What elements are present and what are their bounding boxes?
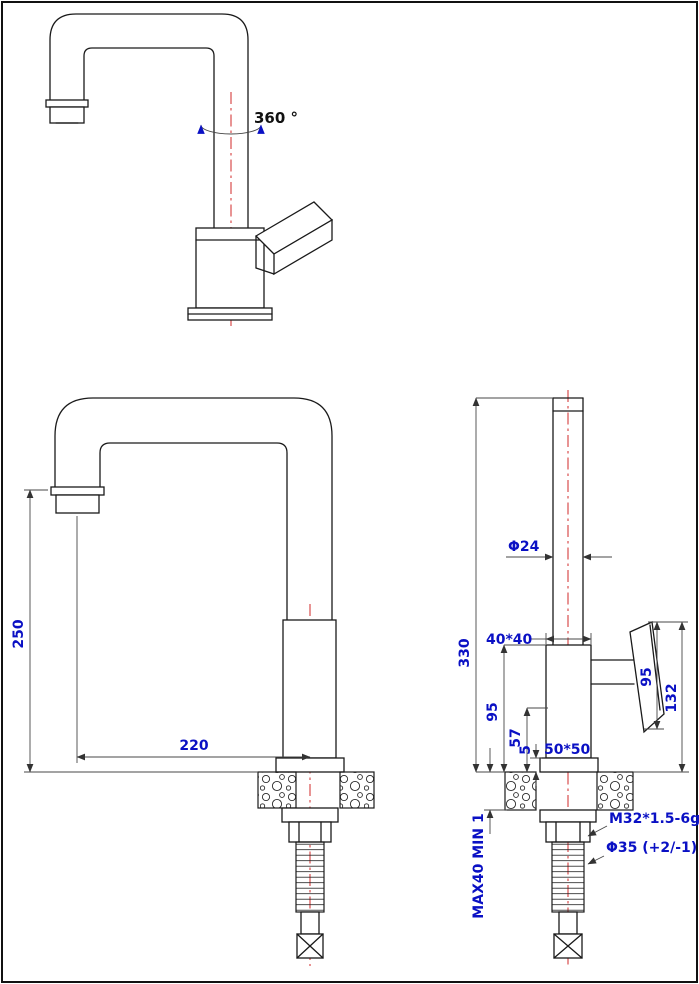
front-view-body [275,619,345,773]
front-view-aerator [50,486,105,514]
dim-5: 5 [518,744,542,786]
dim-95-right: 95 [639,621,688,730]
front-view-spout-outline [54,397,333,621]
dim-hole-diameter-label: Φ35 (+2/-1) [606,840,697,856]
dim-220-label: 220 [179,738,208,754]
dim-5-label: 5 [518,745,534,755]
dim-50x50-label: 50*50 [544,742,591,758]
rotation-arrow [197,124,265,135]
dim-thread-spec-label: M32*1.5-6g [609,811,699,827]
dim-phi24: Φ24 [506,539,612,561]
dim-95-left-label: 95 [485,702,501,721]
top-view-spout-outline [49,13,249,229]
dim-thread-spec: M32*1.5-6g [587,811,699,837]
dim-57-label: 57 [508,728,524,747]
dim-57: 57 [508,707,548,773]
dim-220: 220 [76,516,311,763]
front-view: 250 220 [11,397,375,966]
dim-counter-thickness-label: MAX40 MIN 1 [471,813,487,918]
side-view-spout-pipe [552,397,584,646]
top-view-aerator [45,99,89,124]
dim-330-label: 330 [457,638,473,667]
rotation-label: 360 ° [254,109,298,127]
dim-95-right-label: 95 [639,667,655,686]
side-view: Φ24 40*40 330 95 57 5 [457,390,699,966]
dim-hole-diameter: Φ35 (+2/-1) [587,840,697,865]
dim-phi24-label: Φ24 [508,539,540,555]
dim-250-label: 250 [11,619,27,648]
side-view-countertop-hatch [504,771,634,811]
front-view-countertop-hatch [257,771,375,809]
dim-330: 330 [457,397,553,773]
dim-132: 132 [633,621,689,773]
top-view-handle [254,201,334,276]
dim-132-label: 132 [664,683,680,712]
dim-counter-thickness: MAX40 MIN 1 [471,748,507,919]
top-view-body [187,227,273,321]
dim-40x40-label: 40*40 [486,632,533,648]
dim-250: 250 [11,489,258,773]
dim-40x40: 40*40 [486,632,592,648]
side-view-body [539,644,599,773]
top-view: 360 ° [45,13,334,326]
dim-95-left: 95 [485,644,546,773]
front-view-mounting-hardware [281,807,339,959]
side-view-mounting-hardware [539,809,597,959]
